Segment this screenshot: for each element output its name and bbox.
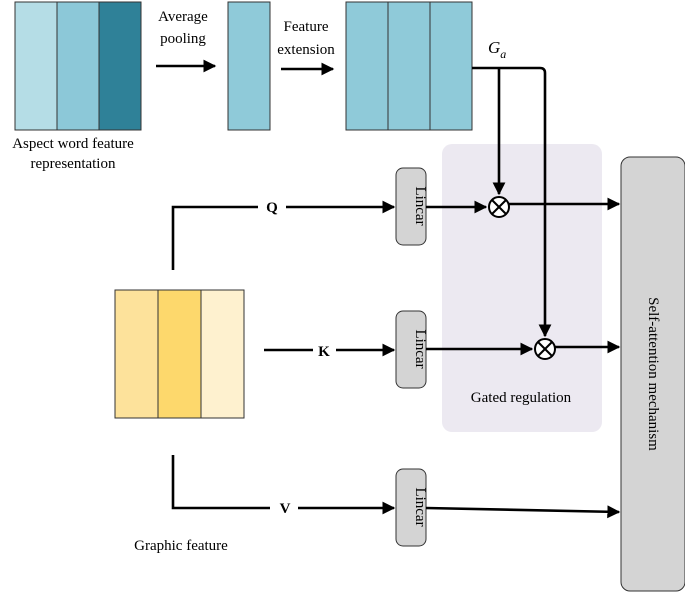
- feature-extension-label-line2: extension: [277, 42, 335, 58]
- gated-regulation-label: Gated regulation: [471, 390, 572, 406]
- multiply-cross-k-2: [537, 341, 553, 357]
- linear-box-k: Lincar: [395, 310, 428, 389]
- q-branch-line: [171, 205, 258, 270]
- multiply-operator-q: [488, 196, 510, 218]
- aspect-feature-block: [14, 1, 142, 131]
- aspect-column-1: [14, 1, 58, 131]
- linear-box-v-label: Lincar: [412, 487, 428, 526]
- multiply-cross-q-2: [491, 199, 507, 215]
- self-attention-box-shape: [620, 156, 685, 592]
- graphic-column-1: [114, 289, 159, 419]
- gate-label: Ga: [488, 38, 506, 61]
- graphic-feature-block: [114, 289, 245, 419]
- linear-box-k-label: Lincar: [412, 329, 428, 368]
- extended-column-2: [387, 1, 431, 131]
- q-label: Q: [266, 200, 278, 216]
- v-branch-line: [171, 455, 270, 510]
- linear-box-q: Lincar: [395, 167, 428, 246]
- average-pooling-label-line1: Average: [158, 9, 208, 25]
- aspect-column-3: [98, 1, 142, 131]
- extended-column-1: [345, 1, 389, 131]
- linear-box-q-label: Lincar: [412, 186, 428, 225]
- average-pooling-label-line2: pooling: [160, 31, 206, 47]
- linear-box-v-shape: [395, 468, 427, 547]
- pooled-feature-block: [227, 1, 271, 131]
- linear-box-v: Lincar: [395, 468, 428, 547]
- graphic-column-3: [200, 289, 245, 419]
- extended-feature-block: [345, 1, 473, 131]
- aspect-feature-label-line1: Aspect word feature: [12, 136, 134, 152]
- gate-line: [472, 66, 552, 338]
- gate-label-main: G: [488, 38, 500, 57]
- aspect-column-2: [56, 1, 100, 131]
- gated-regulation-region: [442, 144, 602, 432]
- gate-label-sub: a: [500, 47, 506, 61]
- self-attention-label: Self-attention mechanism: [645, 297, 661, 451]
- self-attention-box: Self-attention mechanism: [620, 156, 685, 592]
- graphic-column-2: [157, 289, 202, 419]
- v-label: V: [280, 501, 291, 517]
- extended-column-3: [429, 1, 473, 131]
- feature-extension-label-line1: Feature: [284, 19, 329, 35]
- multiply-operator-k: [534, 338, 556, 360]
- graphic-feature-label: Graphic feature: [134, 538, 228, 554]
- aspect-feature-label-line2: representation: [31, 156, 116, 172]
- k-label: K: [318, 344, 330, 360]
- v-output-arrow: [425, 505, 621, 519]
